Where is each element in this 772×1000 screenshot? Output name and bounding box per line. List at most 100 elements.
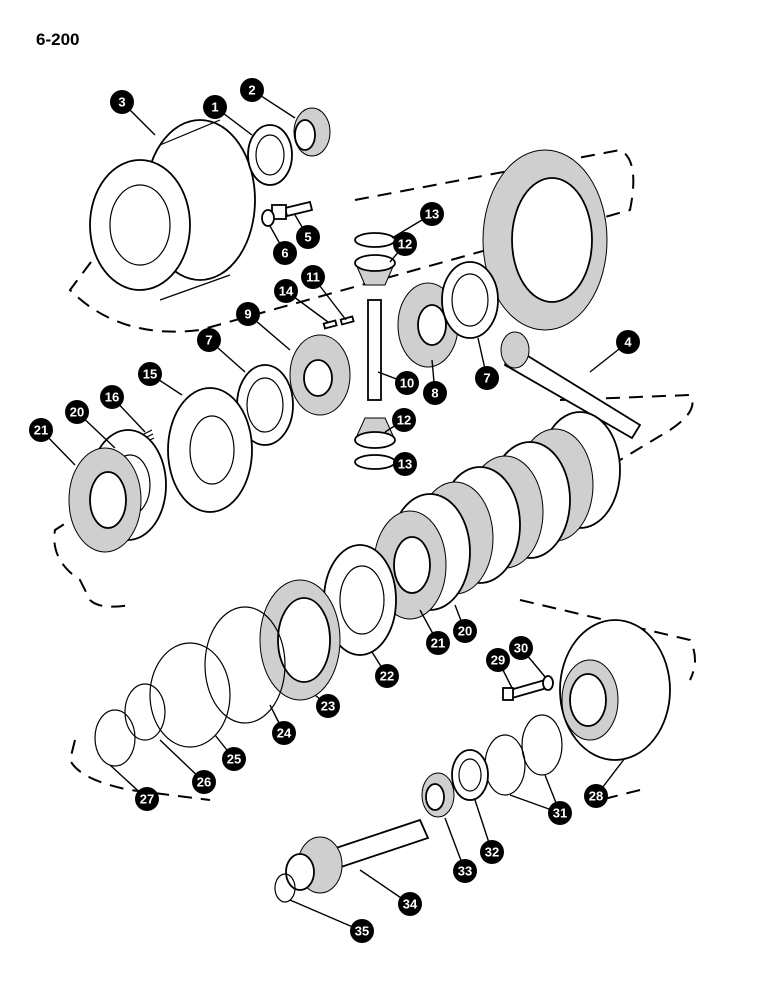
callout-31: 31 [548,801,572,825]
callout-15: 15 [138,362,162,386]
callout-label: 24 [277,726,292,741]
group-outline-differential [68,148,635,333]
callout-label: 12 [398,237,412,252]
clutch-pressure-plate [167,387,253,513]
callout-label: 29 [491,653,505,668]
callout-20-left: 20 [65,400,89,424]
callout-7-left: 7 [197,328,221,352]
callout-7-right: 7 [475,366,499,390]
pinion-shaft [500,331,642,440]
roll-pin [339,315,355,326]
callout-10: 10 [395,371,419,395]
pinion-gear-lower [354,417,396,449]
callout-13-upper: 13 [420,202,444,226]
snap-ring [274,873,296,903]
callout-3: 3 [110,90,134,114]
callout-34: 34 [398,892,422,916]
callout-label: 4 [624,335,632,350]
callout-13-lower: 13 [393,452,417,476]
callout-label: 33 [458,864,472,879]
callout-label: 11 [306,270,320,285]
callout-label: 35 [355,924,369,939]
bolt [271,200,314,220]
callout-14: 14 [274,279,298,303]
callout-label: 14 [279,284,294,299]
shaft-tapered-bearing [421,772,455,818]
callout-label: 12 [397,413,411,428]
callout-label: 16 [105,390,119,405]
callout-label: 31 [553,806,567,821]
gear-thrust-washer-right [441,261,499,339]
callout-27: 27 [135,787,159,811]
callout-label: 13 [425,207,439,222]
callout-label: 15 [143,367,157,382]
piston-seal [149,642,231,748]
callout-label: 27 [140,792,154,807]
callout-35: 35 [350,919,374,943]
callout-label: 21 [34,423,48,438]
callout-label: 5 [304,230,311,245]
callout-label: 7 [483,371,490,386]
callout-label: 10 [400,376,414,391]
callout-label: 32 [485,845,499,860]
page-code: 6-200 [36,30,80,49]
retaining-pin [322,319,338,330]
callout-21-left: 21 [29,418,53,442]
callout-29: 29 [486,648,510,672]
callout-label: 13 [398,457,412,472]
callout-4: 4 [616,330,640,354]
cross-shaft [367,299,382,401]
callout-16: 16 [100,385,124,409]
callout-25: 25 [222,747,246,771]
differential-housing [89,119,256,301]
bearing-cup [247,124,293,186]
thrust-washer-upper [354,232,396,248]
callout-12-lower: 12 [392,408,416,432]
callout-24: 24 [272,721,296,745]
callout-20-right: 20 [453,619,477,643]
callout-label: 23 [321,699,335,714]
friction-disc-left [68,447,142,553]
callout-label: 25 [227,752,241,767]
callout-23: 23 [316,694,340,718]
callout-32: 32 [480,840,504,864]
tapered-bearing [293,107,331,157]
callout-12-upper: 12 [393,232,417,256]
callout-11: 11 [301,265,325,289]
callout-label: 9 [244,307,251,322]
shaft-bearing-cup [451,749,489,801]
lock-washer [261,209,275,227]
callout-8: 8 [423,381,447,405]
callout-30: 30 [509,636,533,660]
callout-label: 6 [281,246,288,261]
outer-seal-ring [204,606,286,724]
callout-label: 3 [118,95,125,110]
differential-side-gear [289,334,351,416]
clutch-piston [259,579,341,701]
thrust-washer-lower [354,454,396,470]
callout-label: 1 [211,100,218,115]
callout-2: 2 [240,78,264,102]
callout-21-right: 21 [426,631,450,655]
clutch-disc-pack [373,411,621,620]
callout-label: 21 [431,636,445,651]
callout-5: 5 [296,225,320,249]
callout-label: 8 [431,386,438,401]
callout-label: 2 [248,83,255,98]
callout-1: 1 [203,95,227,119]
callout-label: 34 [403,897,418,912]
callout-label: 28 [589,789,603,804]
pinion-gear-upper [354,254,396,286]
callout-label: 20 [70,405,84,420]
callout-label: 22 [380,669,394,684]
callout-28: 28 [584,784,608,808]
inner-piston-seal [94,709,136,767]
callout-label: 7 [205,333,212,348]
inner-seal-ring [124,683,166,741]
callout-6: 6 [273,241,297,265]
callout-label: 20 [458,624,472,639]
callout-label: 30 [514,641,528,656]
callout-22: 22 [375,664,399,688]
callout-label: 26 [197,775,211,790]
callout-9: 9 [236,302,260,326]
